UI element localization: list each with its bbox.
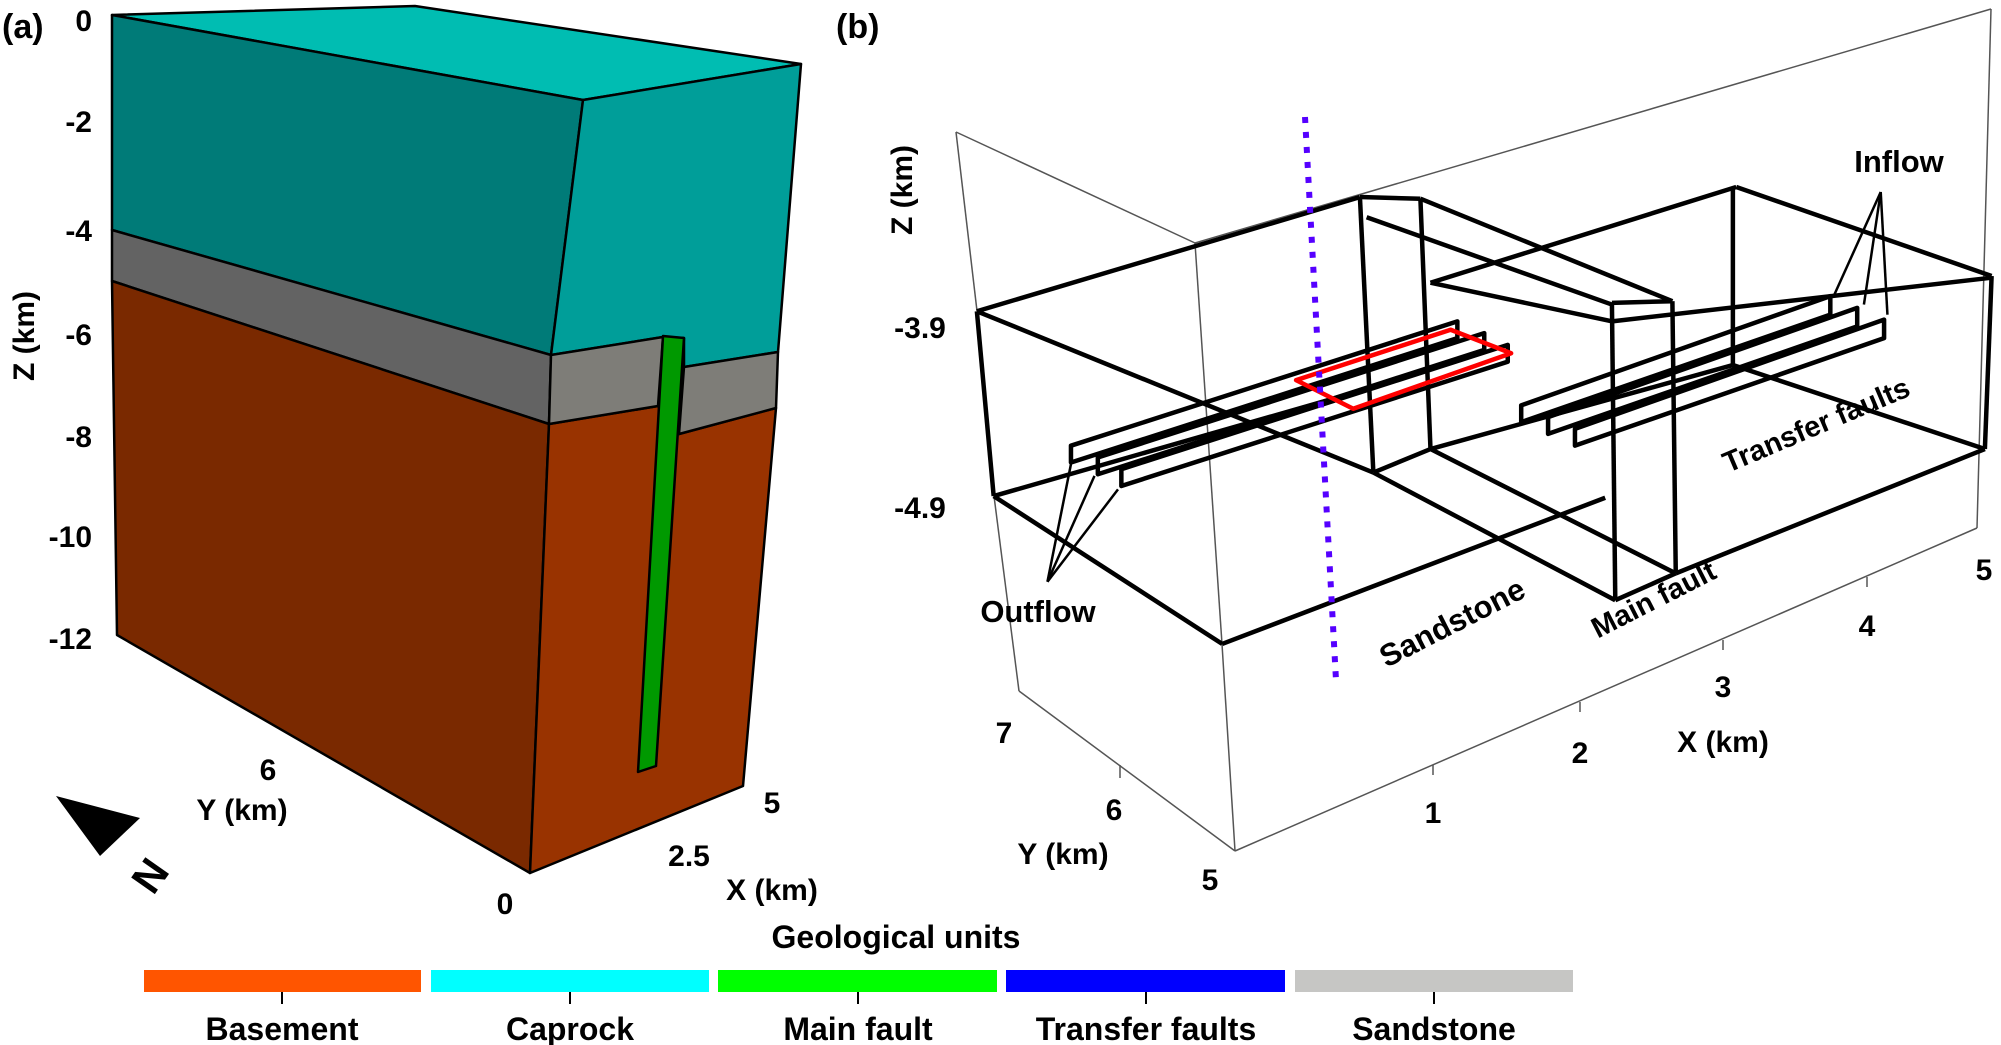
- legend-title: Geological units: [772, 919, 1021, 955]
- sandstone-side-face-east: [677, 350, 780, 436]
- z-tick: -10: [49, 521, 92, 554]
- transfer-fault-east-3: [1575, 320, 1884, 446]
- panel-a-label: (a): [2, 8, 44, 46]
- legend-swatch-basement: [144, 970, 421, 992]
- y-axis-title-b: Y (km): [1017, 838, 1108, 871]
- x-tick: 2.5: [668, 840, 710, 873]
- main-fault-annotation: Main fault: [1586, 555, 1721, 645]
- leader-lines: [1047, 192, 1887, 582]
- x-tick-label: 4: [1859, 610, 1876, 643]
- y-tick-label: 5: [1202, 864, 1219, 897]
- transfer-fault-west-3: [1121, 345, 1507, 486]
- x-axis-title-b: X (km): [1677, 726, 1769, 759]
- z-tick: -8: [65, 421, 92, 454]
- y-axis-title: Y (km): [196, 794, 287, 827]
- panel-b-label: (b): [836, 8, 879, 46]
- legend-label: Sandstone: [1352, 1011, 1516, 1045]
- z-tick: -12: [49, 623, 92, 656]
- x-tick: 5: [764, 787, 781, 820]
- main-fault-plane: [636, 334, 686, 774]
- section-line: [1302, 116, 1339, 681]
- axis-frame: [956, 9, 1991, 851]
- transfer-faults-annotation: Transfer faults: [1718, 372, 1914, 480]
- z-tick: 0: [75, 5, 92, 38]
- caprock-side-face: [549, 62, 803, 369]
- x-tick-label: 2: [1572, 737, 1589, 770]
- highlighted-fault-segment: [1296, 330, 1511, 409]
- transfer-fault-west-2: [1098, 333, 1484, 474]
- z-tick: -3.9: [894, 312, 946, 345]
- z-tick: -4.9: [894, 492, 946, 525]
- z-tick: -4: [65, 215, 92, 248]
- legend-label: Main fault: [783, 1011, 933, 1045]
- y-tick: 6: [260, 754, 277, 787]
- x-tick-label: 1: [1425, 797, 1442, 830]
- sandstone-annotation: Sandstone: [1374, 571, 1531, 674]
- north-label: N: [122, 850, 178, 902]
- z-tick: -2: [65, 106, 92, 139]
- x-tick-label: 3: [1715, 671, 1732, 704]
- north-arrow-icon: N: [56, 796, 178, 902]
- x-tick: 0: [497, 888, 514, 921]
- legend-ticks: [281, 992, 1435, 1004]
- transfer-fault-east-1: [1521, 296, 1830, 422]
- transfer-fault-west-1: [1071, 321, 1457, 462]
- z-tick: -6: [65, 319, 92, 352]
- x-tick-label: 5: [1976, 554, 1993, 587]
- panel-b: (b): [836, 8, 1992, 897]
- legend-label: Transfer faults: [1036, 1011, 1257, 1045]
- outflow-annotation: Outflow: [980, 594, 1096, 629]
- legend-swatch-main-fault: [718, 970, 997, 992]
- legend-swatch-transfer-faults: [1006, 970, 1285, 992]
- y-tick-label: 7: [996, 717, 1013, 750]
- z-axis-a: 0 -2 -4 -6 -8 -10 -12 Z (km): [8, 5, 92, 656]
- transfer-fault-east-2: [1548, 308, 1857, 434]
- z-axis-title: Z (km): [8, 291, 41, 381]
- z-axis-title-b: Z (km): [886, 145, 919, 235]
- legend: Geological units Basement Caprock Main f…: [144, 919, 1573, 1045]
- legend-label: Caprock: [506, 1011, 634, 1045]
- y-tick-label: 6: [1106, 794, 1123, 827]
- legend-swatch-sandstone: [1295, 970, 1573, 992]
- panel-a: (a) 0 -2 -4 -6 -8 -10 -12 Z (km) 6 Y (km…: [2, 4, 818, 921]
- legend-label: Basement: [206, 1011, 359, 1045]
- model-wireframe: [977, 187, 1992, 644]
- legend-swatch-caprock: [431, 970, 709, 992]
- x-axis-title: X (km): [726, 874, 818, 907]
- inflow-annotation: Inflow: [1854, 144, 1944, 179]
